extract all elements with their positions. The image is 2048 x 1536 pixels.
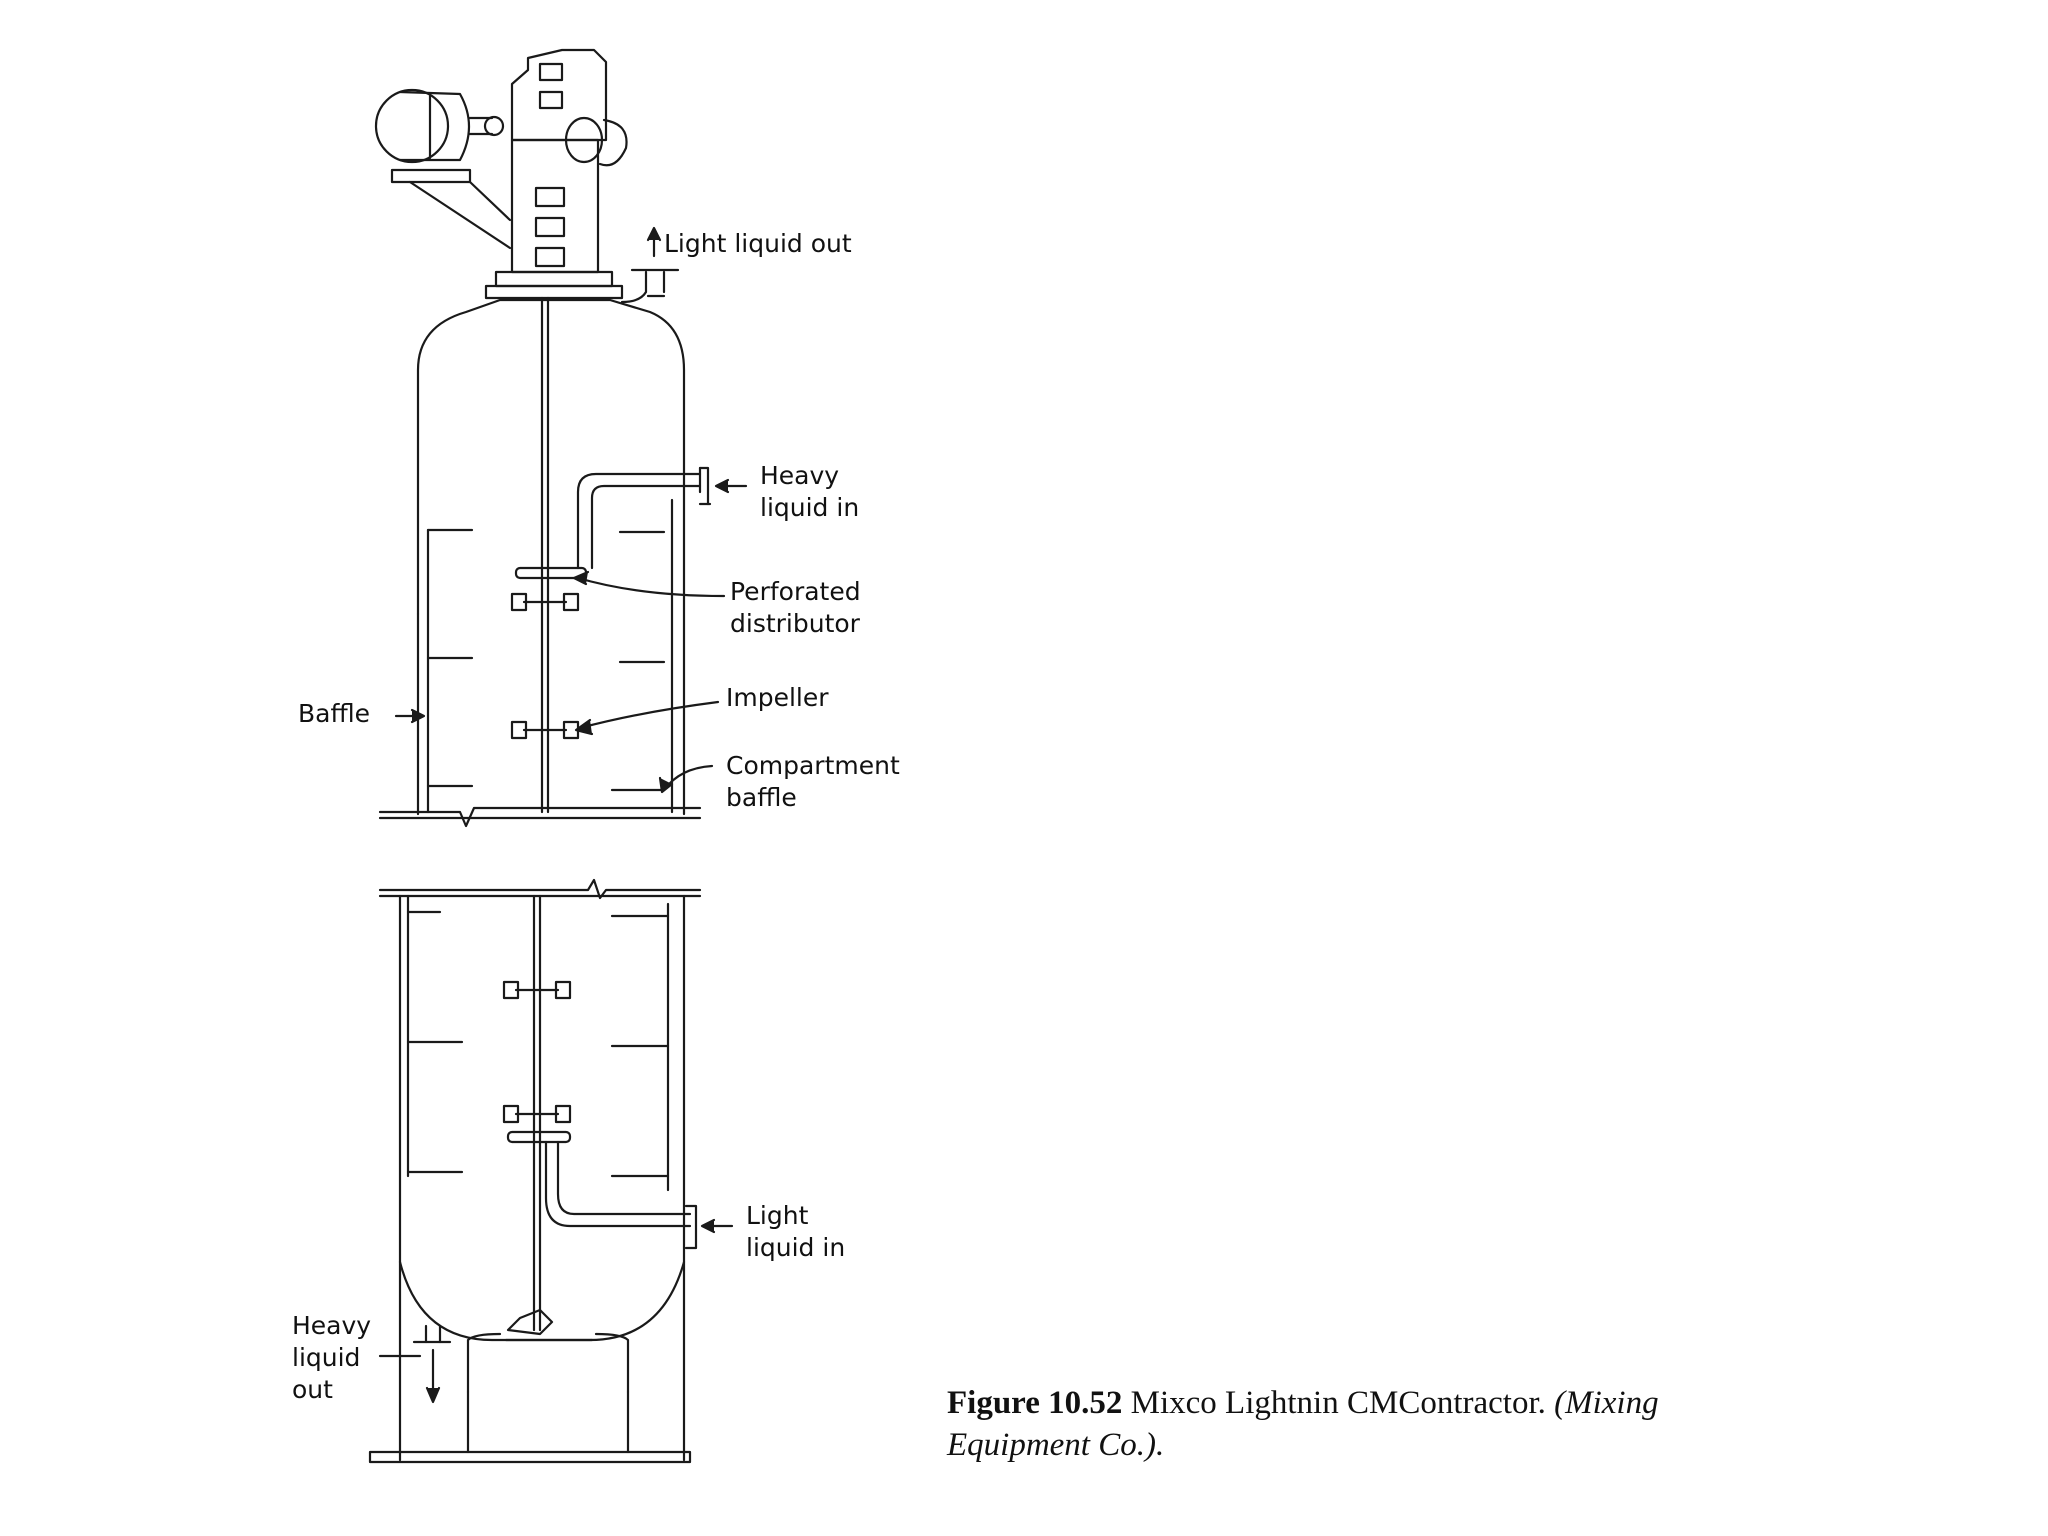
label-perforated-distributor-line2: distributor bbox=[730, 609, 861, 638]
label-heavy-liquid-in-line1: Heavy bbox=[760, 461, 839, 490]
label-light-liquid-in-line1: Light bbox=[746, 1201, 809, 1230]
label-light-liquid-in-line2: liquid in bbox=[746, 1233, 845, 1262]
compartment-baffle bbox=[610, 498, 674, 814]
figure-title: Mixco Lightnin CMContractor. bbox=[1130, 1385, 1546, 1421]
label-light-liquid-out: Light liquid out bbox=[664, 229, 852, 258]
impeller bbox=[502, 980, 572, 1000]
wall-baffle bbox=[426, 528, 474, 814]
label-impeller: Impeller bbox=[726, 683, 829, 712]
impeller bbox=[502, 1104, 572, 1124]
light-liquid-in-pipe bbox=[544, 1140, 698, 1250]
compartment-baffle bbox=[610, 902, 670, 1192]
heavy-liquid-in-pipe bbox=[576, 466, 712, 570]
impeller bbox=[510, 720, 580, 740]
figure-credit: (Mixing Equipment Co.). bbox=[947, 1385, 1659, 1463]
label-heavy-liquid-out-line3: out bbox=[292, 1375, 333, 1404]
leader-compartment-baffle bbox=[658, 764, 714, 794]
heavy-liquid-out-nozzle bbox=[412, 1324, 452, 1404]
label-perforated-distributor-line1: Perforated bbox=[730, 577, 861, 606]
leader-light-liquid-in bbox=[700, 1218, 734, 1234]
figure-caption: Figure 10.52 Mixco Lightnin CMContractor… bbox=[947, 1382, 1807, 1466]
leader-heavy-liquid-in bbox=[714, 478, 748, 494]
leader-baffle bbox=[394, 708, 426, 724]
figure-number: Figure 10.52 bbox=[947, 1385, 1123, 1421]
leader-perforated-distributor bbox=[572, 570, 726, 598]
label-heavy-liquid-out-line2: liquid bbox=[292, 1343, 360, 1372]
label-heavy-liquid-out-line1: Heavy bbox=[292, 1311, 371, 1340]
label-compartment-baffle-line2: baffle bbox=[726, 783, 797, 812]
wall-baffle bbox=[406, 894, 464, 1178]
lower-distributor bbox=[506, 1130, 572, 1144]
leader-impeller bbox=[574, 700, 720, 736]
motor bbox=[374, 88, 512, 250]
label-baffle: Baffle bbox=[298, 699, 370, 728]
light-liquid-out-nozzle bbox=[620, 226, 680, 304]
gear-reducer bbox=[484, 48, 628, 300]
label-compartment-baffle-line1: Compartment bbox=[726, 751, 900, 780]
upper-vessel-shell bbox=[378, 298, 702, 828]
label-heavy-liquid-in-line2: liquid in bbox=[760, 493, 859, 522]
impeller bbox=[510, 592, 580, 612]
